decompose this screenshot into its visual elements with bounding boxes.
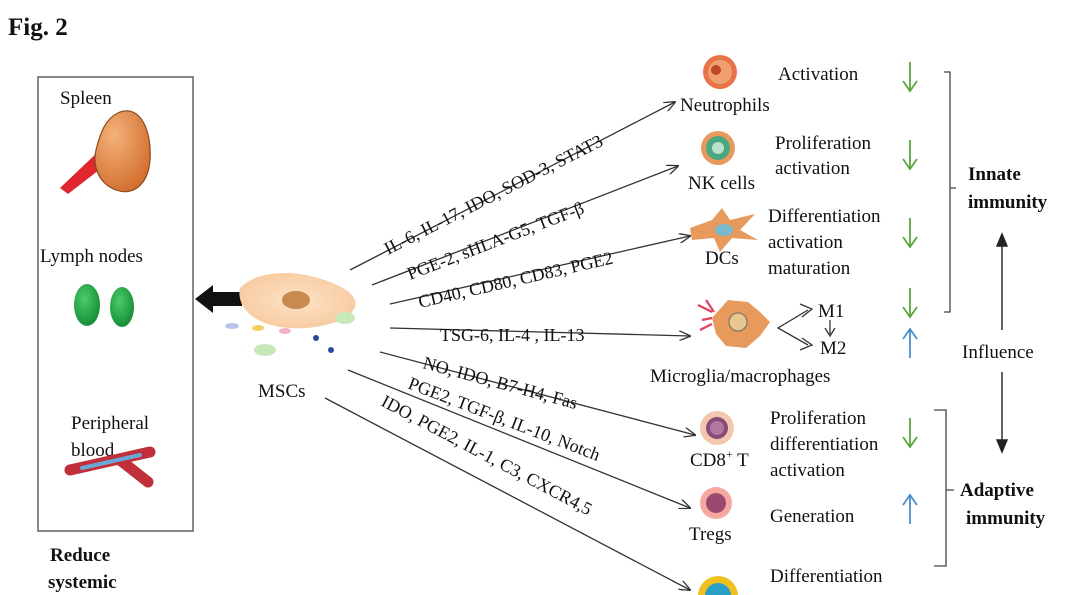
cd8-cell-icon — [700, 411, 734, 445]
influence-label: Influence — [962, 342, 1034, 363]
blood-label: blood — [71, 440, 115, 461]
adaptive-label-2: immunity — [966, 508, 1046, 529]
adaptive-label-1: Adaptive — [960, 480, 1034, 501]
effect-nk-2: activation — [775, 158, 850, 179]
caption-line-2: systemic — [48, 572, 117, 593]
m1-label: M1 — [818, 301, 844, 322]
influence-arrow-icon — [995, 232, 1009, 454]
effect-cd8-3: activation — [770, 460, 845, 481]
dcs-label: DCs — [705, 248, 739, 269]
nk-cell-icon — [701, 131, 735, 165]
figure-label: Fig. 2 — [8, 14, 68, 41]
microglia-label: Microglia/macrophages — [650, 366, 830, 387]
bottom-cell-icon — [698, 576, 738, 595]
organs-box — [37, 76, 194, 532]
spleen-label: Spleen — [60, 88, 112, 109]
lymph-nodes-label: Lymph nodes — [40, 246, 143, 267]
tregs-label: Tregs — [689, 524, 732, 545]
innate-label-1: Innate — [968, 164, 1021, 185]
lymph-nodes-icon — [74, 284, 134, 327]
caption-line-1: Reduce — [50, 545, 110, 566]
peripheral-label: Peripheral — [71, 413, 149, 434]
effect-bottom: Differentiation — [770, 566, 883, 587]
treg-cell-icon — [700, 487, 732, 519]
up-arrows — [902, 327, 918, 524]
pathway-microglia: TSG-6, IL-4 , IL-13 — [440, 325, 584, 345]
nk-cells-label: NK cells — [688, 173, 755, 194]
black-arrow-icon — [195, 285, 242, 313]
effect-cd8-2: differentiation — [770, 434, 879, 455]
m2-label: M2 — [820, 338, 846, 359]
dc-cell-icon — [690, 208, 758, 252]
down-arrows — [902, 62, 918, 449]
polarization-arrows — [776, 309, 809, 346]
cd8-label: CD8+ T — [690, 447, 749, 471]
effect-cd8-1: Proliferation — [770, 408, 867, 429]
msc-cell-icon — [225, 272, 356, 356]
effect-dcs-3: maturation — [768, 258, 851, 279]
adaptive-bracket — [934, 409, 954, 567]
mscs-label: MSCs — [258, 381, 306, 402]
microglia-icon — [697, 299, 770, 348]
neutrophil-icon — [703, 55, 737, 89]
innate-bracket — [944, 71, 956, 313]
neutrophils-label: Neutrophils — [680, 95, 770, 116]
spleen-icon — [60, 110, 151, 194]
effect-neutrophils: Activation — [778, 64, 859, 85]
effect-dcs-2: activation — [768, 232, 843, 253]
effect-dcs-1: Differentiation — [768, 206, 881, 227]
blood-vessel-icon — [64, 446, 156, 488]
effect-nk-1: Proliferation — [775, 133, 872, 154]
innate-label-2: immunity — [968, 192, 1048, 213]
effect-tregs: Generation — [770, 506, 855, 527]
